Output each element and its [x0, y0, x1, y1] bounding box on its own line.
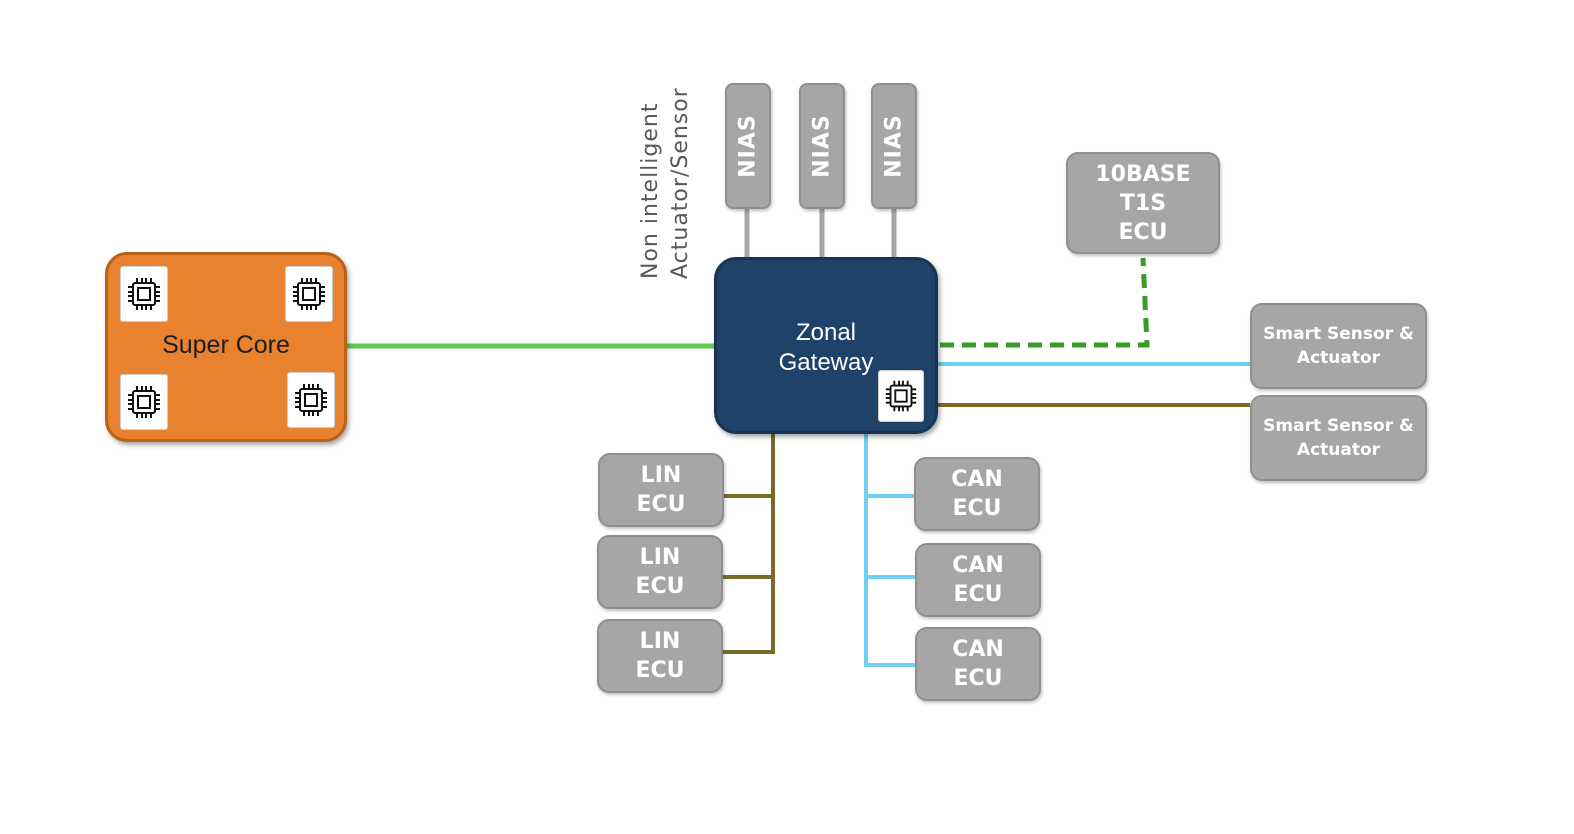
nias-caption-text: Non intelligent Actuator/Sensor	[638, 87, 693, 279]
can-ecu-node: CAN ECU	[914, 457, 1040, 531]
lin-ecu-label: LIN ECU	[636, 463, 686, 517]
nias-label: NIAS	[881, 114, 907, 178]
smart-sensor-label: Smart Sensor & Actuator	[1263, 324, 1414, 368]
nias-label: NIAS	[735, 114, 761, 178]
t1s-ecu-node: 10BASE T1S ECU	[1066, 152, 1220, 254]
smart-sensor-node: Smart Sensor & Actuator	[1250, 395, 1427, 481]
can-ecu-label: CAN ECU	[951, 467, 1003, 521]
lin-bus	[722, 434, 775, 654]
smart-sensor-node: Smart Sensor & Actuator	[1250, 303, 1427, 389]
microchip-icon	[120, 374, 168, 430]
super-core-node: Super Core	[105, 252, 347, 442]
lin-ecu-label: LIN ECU	[635, 629, 685, 683]
lin-ecu-node: LIN ECU	[598, 453, 724, 527]
nias-node: NIAS	[871, 83, 917, 209]
lin-ecu-node: LIN ECU	[597, 619, 723, 693]
can-ecu-node: CAN ECU	[915, 543, 1041, 617]
microchip-icon	[285, 266, 333, 322]
zonal-gateway-node: Zonal Gateway	[714, 257, 938, 434]
zonal-gateway-label: Zonal Gateway	[778, 319, 874, 376]
t1s-link	[940, 257, 1150, 348]
can-ecu-node: CAN ECU	[915, 627, 1041, 701]
can-ecu-label: CAN ECU	[952, 637, 1004, 691]
nias-node: NIAS	[725, 83, 771, 209]
microchip-icon	[878, 370, 924, 422]
nias-label: NIAS	[809, 114, 835, 178]
can-bus	[864, 434, 916, 667]
nias-node: NIAS	[799, 83, 845, 209]
super-core-label: Super Core	[162, 331, 290, 359]
lin-ecu-node: LIN ECU	[597, 535, 723, 609]
smart-sensor-label: Smart Sensor & Actuator	[1263, 416, 1414, 460]
microchip-icon	[287, 372, 335, 428]
t1s-ecu-label: 10BASE T1S ECU	[1095, 161, 1191, 245]
can-ecu-label: CAN ECU	[952, 553, 1004, 607]
lin-ecu-label: LIN ECU	[635, 545, 685, 599]
microchip-icon	[120, 266, 168, 322]
